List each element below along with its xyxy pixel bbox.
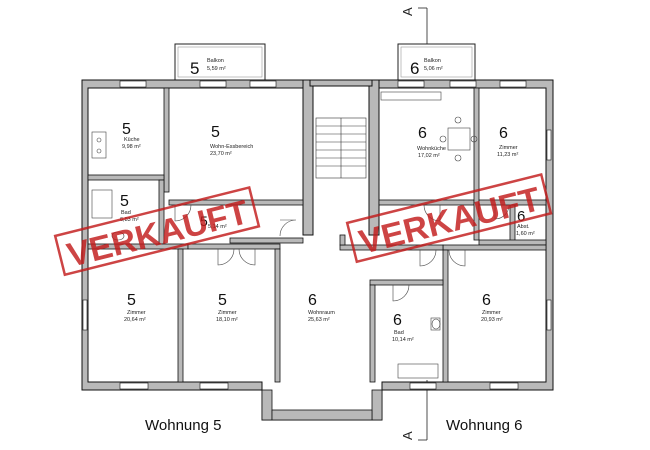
room-wohnessen-5-name: Wohn-Essbereich (210, 144, 253, 150)
room-zimmer-6b-number: 6 (482, 292, 491, 309)
room-wohnraum-6-number: 6 (308, 292, 317, 309)
room-flur-5-area: 5,14 m² (208, 224, 227, 230)
room-bad-5-number: 5 (120, 193, 129, 210)
room-zimmer-5b-area: 18,10 m² (216, 317, 238, 323)
room-bad-6-area: 10,14 m² (392, 337, 414, 343)
room-kueche-5-name: Küche (124, 137, 140, 143)
unit-label-6: Wohnung 6 (446, 417, 522, 434)
balcony-6-area: 5,06 m² (424, 66, 443, 72)
fixtures (91, 91, 478, 379)
room-wohnraum-6-area: 25,63 m² (308, 317, 330, 323)
balcony-6-name: Balkon (424, 58, 441, 64)
balcony-5-name: Balkon (207, 58, 224, 64)
door-swings (174, 204, 510, 302)
balcony-5-number: 5 (190, 59, 199, 78)
room-zimmer-5a-number: 5 (127, 292, 136, 309)
room-wohnessen-5-number: 5 (211, 124, 220, 141)
room-flur-5-number: 5 (200, 213, 208, 229)
room-zimmer-5b-name: Zimmer (218, 310, 237, 316)
room-zimmer-6b-area: 20,93 m² (481, 317, 503, 323)
room-zimmer-6a-number: 6 (499, 125, 508, 142)
room-abstell-6-name: Abst. (517, 224, 530, 230)
room-abstell-6-area: 1,60 m² (516, 231, 535, 237)
room-wohnkueche-6-name: Wohnküche (417, 146, 446, 152)
room-wohnraum-6-name: Wohnraum (308, 310, 335, 316)
balcony-5-area: 5,59 m² (207, 66, 226, 72)
room-zimmer-6a-name: Zimmer (499, 145, 518, 151)
windows (82, 80, 552, 390)
room-zimmer-5b-number: 5 (218, 292, 227, 309)
balcony-6: 6 Balkon 5,06 m² (397, 43, 476, 81)
room-abstell-6-number: 6 (517, 208, 525, 225)
room-kueche-5-area: 9,98 m² (122, 144, 141, 150)
room-zimmer-5a-area: 20,64 m² (124, 317, 146, 323)
room-bad-6-number: 6 (393, 312, 402, 329)
room-zimmer-6b-name: Zimmer (482, 310, 501, 316)
room-zimmer-6a-area: 11,23 m² (497, 152, 518, 158)
room-wohnkueche-6-number: 6 (418, 125, 427, 142)
room-wohnessen-5-area: 23,70 m² (210, 151, 232, 157)
balcony-5: 5 Balkon 5,59 m² (174, 43, 266, 81)
section-label-top: A (400, 7, 415, 16)
room-kueche-5-number: 5 (122, 121, 131, 138)
stairwell (315, 117, 367, 179)
section-label-bottom: A (400, 431, 415, 440)
unit-label-5: Wohnung 5 (145, 417, 221, 434)
room-wohnkueche-6-area: 17,02 m² (418, 153, 440, 159)
room-bad-5-area: 6,83 m² (120, 217, 139, 223)
room-zimmer-5a-name: Zimmer (127, 310, 146, 316)
balcony-6-number: 6 (410, 59, 419, 78)
outer-walls (81, 79, 554, 421)
room-bad-6-name: Bad (394, 330, 404, 336)
room-bad-5-name: Bad (121, 210, 131, 216)
